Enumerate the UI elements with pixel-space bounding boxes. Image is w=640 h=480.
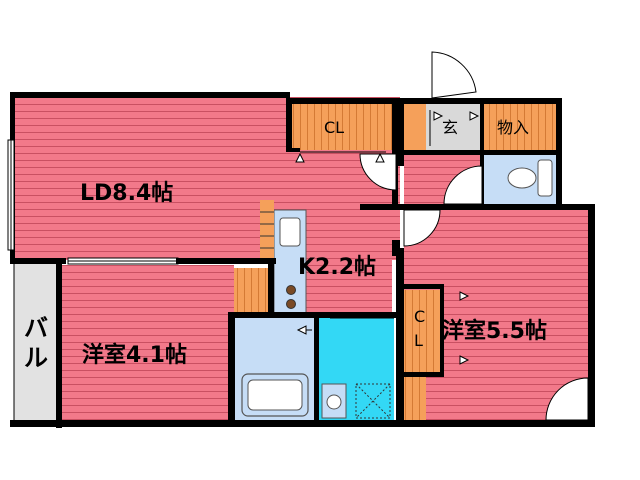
- western-room-b: [404, 208, 590, 422]
- kitchen-step: [260, 200, 274, 260]
- kitchen-label: K2.2帖: [298, 255, 376, 280]
- washbasin-icon: [321, 383, 347, 419]
- sliding-window-icon: [7, 139, 180, 265]
- bathroom: [234, 316, 318, 422]
- closet-top: [292, 104, 392, 150]
- toilet-room: [484, 154, 558, 204]
- western-b-closet: [404, 290, 440, 374]
- balcony: [13, 262, 59, 424]
- western-a-closet: [234, 268, 270, 314]
- washroom: [318, 316, 394, 422]
- kitchen-room: [260, 200, 392, 317]
- western-a-label: 洋室4.1帖: [82, 342, 187, 368]
- closet-top-label: CL: [324, 118, 344, 137]
- western-b-label: 洋室5.5帖: [442, 318, 547, 344]
- closet-right-label-2: L: [414, 331, 423, 350]
- walls: [10, 92, 595, 428]
- storage-closet: [482, 104, 558, 150]
- ld-label: LD8.4帖: [80, 181, 173, 206]
- stove-icon: [286, 285, 296, 309]
- balcony-label-2: ル: [24, 344, 48, 372]
- entrance-label: 玄: [442, 118, 458, 137]
- toilet-icon: [507, 159, 553, 197]
- storage-label: 物入: [497, 118, 529, 137]
- door-swing-icon: [359, 51, 589, 421]
- closet-sliding-marks: [295, 110, 480, 365]
- western-room-a: [60, 265, 270, 423]
- balcony-label-1: バ: [24, 314, 48, 342]
- sink-icon: [279, 217, 301, 247]
- closet-right-label-1: C: [414, 307, 425, 326]
